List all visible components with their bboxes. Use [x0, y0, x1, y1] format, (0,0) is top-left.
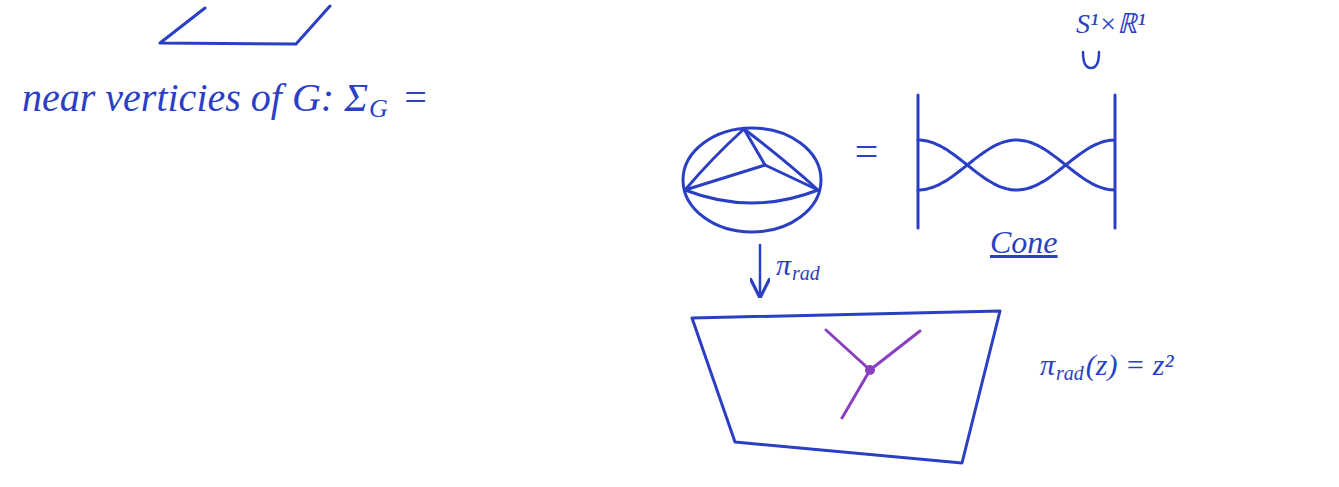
graph-edge: [685, 190, 818, 203]
map-symbol: π: [776, 250, 791, 280]
cylinder-end: [917, 95, 920, 228]
inclusion-symbol: [1083, 52, 1099, 68]
projected-graph: [826, 330, 920, 418]
equals-sign: =: [852, 130, 880, 172]
formula: (z) = z²: [1086, 350, 1174, 380]
subscript: rad: [1056, 363, 1084, 383]
cylinder-end: [1114, 95, 1117, 228]
subscript: rad: [792, 263, 820, 283]
plane-sketch: [692, 311, 1000, 463]
twisted-band: [918, 140, 1114, 190]
sphere-sketch: [683, 128, 821, 232]
map-symbol: π: [1040, 350, 1055, 380]
subscript: G: [369, 96, 388, 122]
equals-sign: =: [402, 78, 429, 118]
twisted-band: [918, 140, 1114, 190]
cone-label: Cone: [990, 226, 1058, 258]
graph-edge: [744, 129, 818, 190]
plane-sketch: [160, 6, 330, 44]
graph-edge: [685, 165, 765, 190]
graph-edge: [744, 129, 765, 165]
graph-edge: [765, 165, 818, 190]
projection-arrow: [759, 245, 762, 296]
space-label: S¹×ℝ¹: [1076, 10, 1146, 38]
heading-text: near verticies of G: Σ: [22, 78, 368, 118]
